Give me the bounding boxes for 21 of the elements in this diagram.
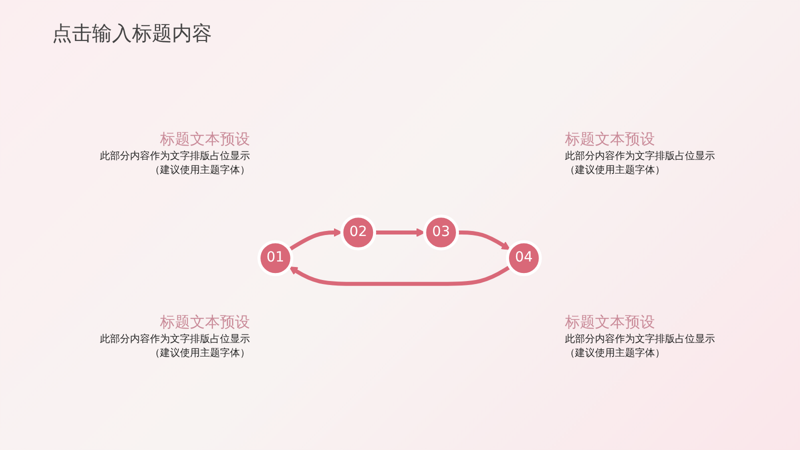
heading-text: 标题文本预设	[565, 313, 656, 332]
arrow	[458, 230, 511, 250]
slide-title: 点击输入标题内容	[52, 20, 212, 47]
note-text: （建议使用主题字体）	[149, 164, 250, 177]
body-text: 此部分内容作为文字排版占位显示	[99, 150, 250, 163]
node-circle: 02	[340, 214, 376, 250]
arrow	[375, 228, 426, 237]
arrow	[289, 265, 512, 286]
body-text: 此部分内容作为文字排版占位显示	[565, 150, 716, 163]
node-circle: 04	[506, 240, 542, 276]
note-text: （建议使用主题字体）	[565, 164, 666, 177]
body-text: 此部分内容作为文字排版占位显示	[565, 332, 716, 346]
node-circle: 01	[258, 240, 294, 276]
heading-text: 标题文本预设	[159, 313, 250, 332]
body-text: 此部分内容作为文字排版占位显示	[99, 332, 250, 346]
arrow	[288, 228, 343, 252]
heading-text: 标题文本预设	[565, 130, 656, 149]
node-circle: 03	[424, 214, 460, 250]
note-text: （建议使用主题字体）	[565, 346, 666, 360]
heading-text: 标题文本预设	[159, 130, 250, 149]
note-text: （建议使用主题字体）	[149, 346, 250, 360]
